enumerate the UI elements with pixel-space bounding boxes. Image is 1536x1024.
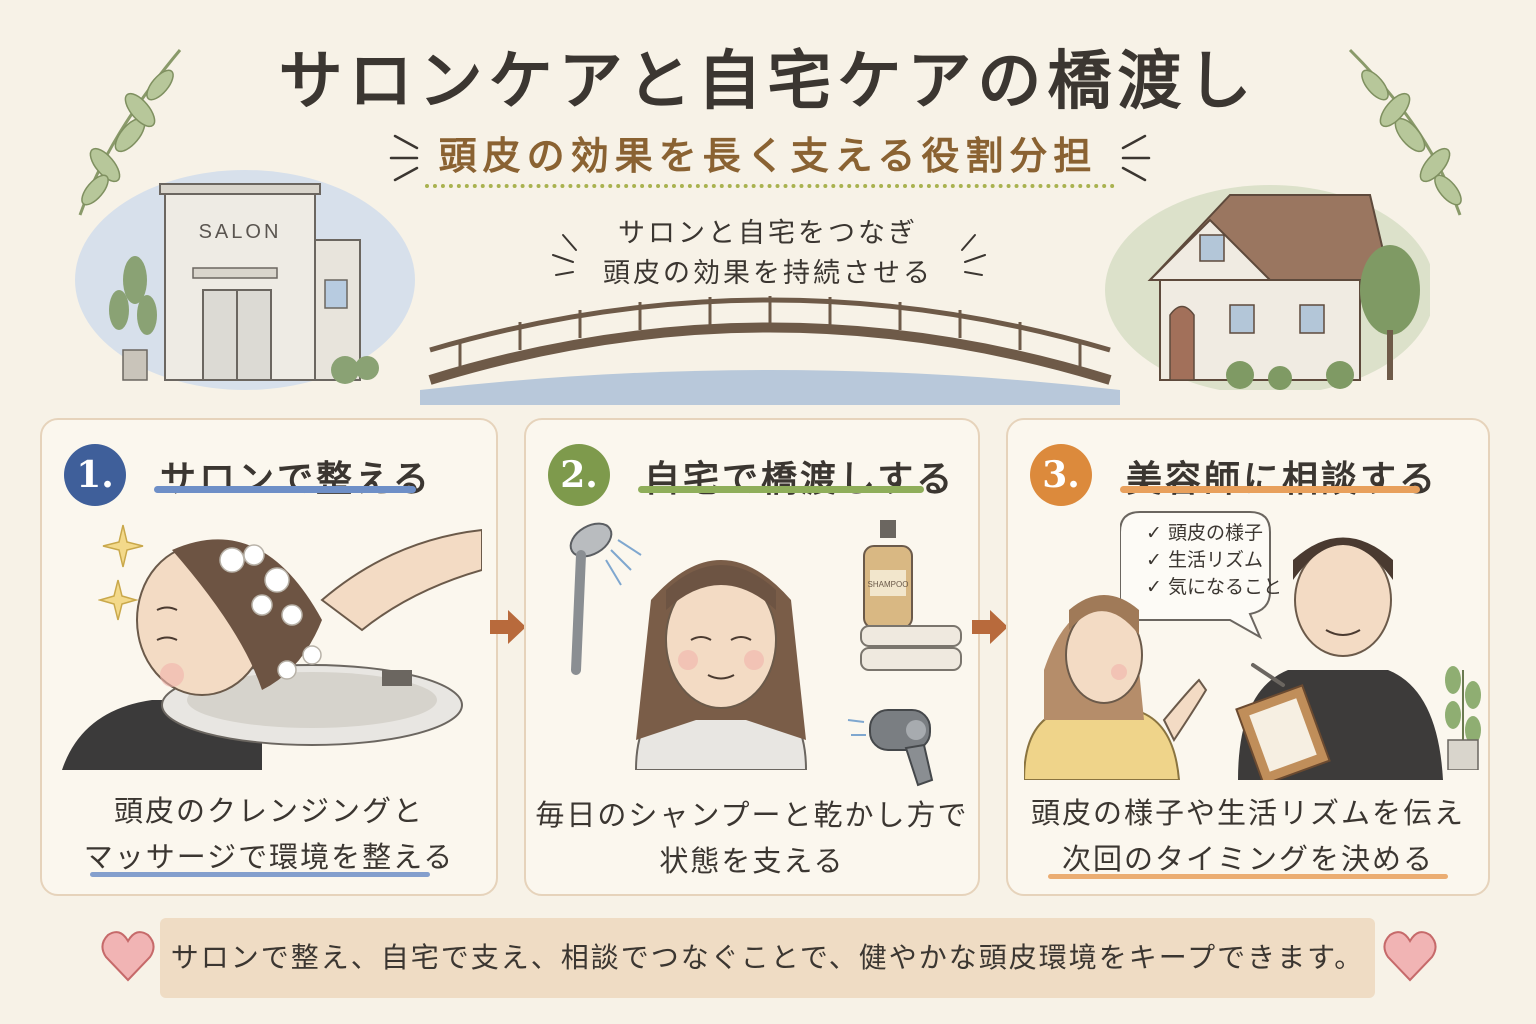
step-title: 美容師に相談する	[1126, 459, 1439, 500]
emphasis-marks-icon	[961, 234, 986, 276]
bridge-caption-line1: サロンと自宅をつなぎ	[618, 218, 918, 249]
step-description-line1: 頭皮のクレンジングと	[113, 794, 424, 828]
step-description-line2: 次回のタイミングを決める	[1061, 842, 1434, 876]
clipboard-icon	[1235, 684, 1331, 780]
step-description: 頭皮の様子や生活リズムを伝え 次回のタイミングを決める	[1008, 790, 1488, 882]
page-title: サロンケアと自宅ケアの橋渡し	[278, 45, 1258, 119]
sparkle-icon	[98, 524, 144, 621]
arrow-right-icon	[490, 610, 526, 644]
step-description-line2: マッサージで環境を整える	[83, 840, 455, 874]
bridge-icon	[420, 296, 1120, 405]
step-title-underline	[1120, 486, 1420, 493]
checklist-item: ✓ 生活リズム	[1146, 549, 1263, 571]
heart-icon	[101, 931, 155, 982]
client-illustration	[1024, 595, 1208, 780]
shampoo-bottle-icon: SHAMPOO	[863, 520, 913, 629]
leaf-branch-icon	[1348, 48, 1462, 216]
arrow-right-icon	[972, 610, 1008, 644]
step-description: 頭皮のクレンジングと マッサージで環境を整える	[42, 788, 496, 880]
bottle-label: SHAMPOO	[868, 580, 909, 589]
heart-icon	[1383, 931, 1437, 982]
checklist-item: ✓ 頭皮の様子	[1146, 522, 1263, 544]
step-description-line1: 頭皮の様子や生活リズムを伝え	[1030, 796, 1465, 830]
step-title: サロンで整える	[160, 459, 432, 500]
footer-message: サロンで整え、自宅で支え、相談でつなぐことで、健やかな頭皮環境をキープできます。	[170, 941, 1365, 974]
check-icon: ✓	[1146, 522, 1168, 544]
step-number-badge: 1.	[64, 444, 126, 506]
plant-icon	[1445, 666, 1481, 770]
step-number-badge: 2.	[548, 444, 610, 506]
stylist-illustration	[1235, 537, 1443, 780]
bridge-caption-line2: 頭皮の効果を持続させる	[603, 258, 933, 289]
step-title-underline	[638, 486, 924, 493]
page-subtitle: 頭皮の効果を長く支える役割分担	[438, 134, 1098, 178]
hair-dryer-icon	[847, 709, 934, 787]
emphasis-marks-icon	[552, 234, 577, 276]
checklist: ✓ 頭皮の様子 ✓ 生活リズム ✓ 気になること	[1146, 520, 1282, 601]
footer-banner	[160, 918, 1375, 998]
description-underline	[90, 872, 430, 877]
towel-icon	[860, 625, 962, 671]
house-icon	[1105, 185, 1430, 390]
step-card-consult: 3. 美容師に相談する ✓ 頭皮の様子 ✓ 生活リズム ✓ 気になること 頭皮の…	[1006, 418, 1490, 896]
speech-bubble-icon	[1120, 511, 1271, 640]
step-title-underline	[154, 486, 416, 493]
step-description: 毎日のシャンプーと乾かし方で 状態を支える	[526, 792, 978, 884]
emphasis-marks-icon	[1121, 134, 1151, 182]
step-card-home: 2. 自宅で橋渡しする SHAMPOO 毎日のシャンプーと乾かし方で 状態を支え…	[524, 418, 980, 896]
woman-washing-illustration	[634, 560, 808, 770]
check-icon: ✓	[1146, 576, 1168, 598]
description-underline	[1048, 874, 1448, 879]
step-number-badge: 3.	[1030, 444, 1092, 506]
checklist-item: ✓ 気になること	[1146, 576, 1282, 598]
hair-wash-illustration	[62, 528, 482, 770]
step-title: 自宅で橋渡しする	[644, 459, 956, 500]
step-description-line1: 毎日のシャンプーと乾かし方で	[535, 798, 969, 832]
shower-head-icon	[569, 522, 642, 675]
salon-sign: SALON	[199, 221, 282, 243]
step-card-salon: 1. サロンで整える 頭皮のクレンジングと マッサージで環境を整える	[40, 418, 498, 896]
leaf-branch-icon	[78, 49, 182, 216]
subtitle-underline	[425, 184, 1115, 188]
step-description-line2: 状態を支える	[659, 844, 845, 878]
salon-building-icon: SALON	[75, 170, 415, 390]
bridge-caption: サロンと自宅をつなぎ 頭皮の効果を持続させる	[568, 214, 968, 294]
check-icon: ✓	[1146, 549, 1168, 571]
emphasis-marks-icon	[389, 134, 419, 182]
